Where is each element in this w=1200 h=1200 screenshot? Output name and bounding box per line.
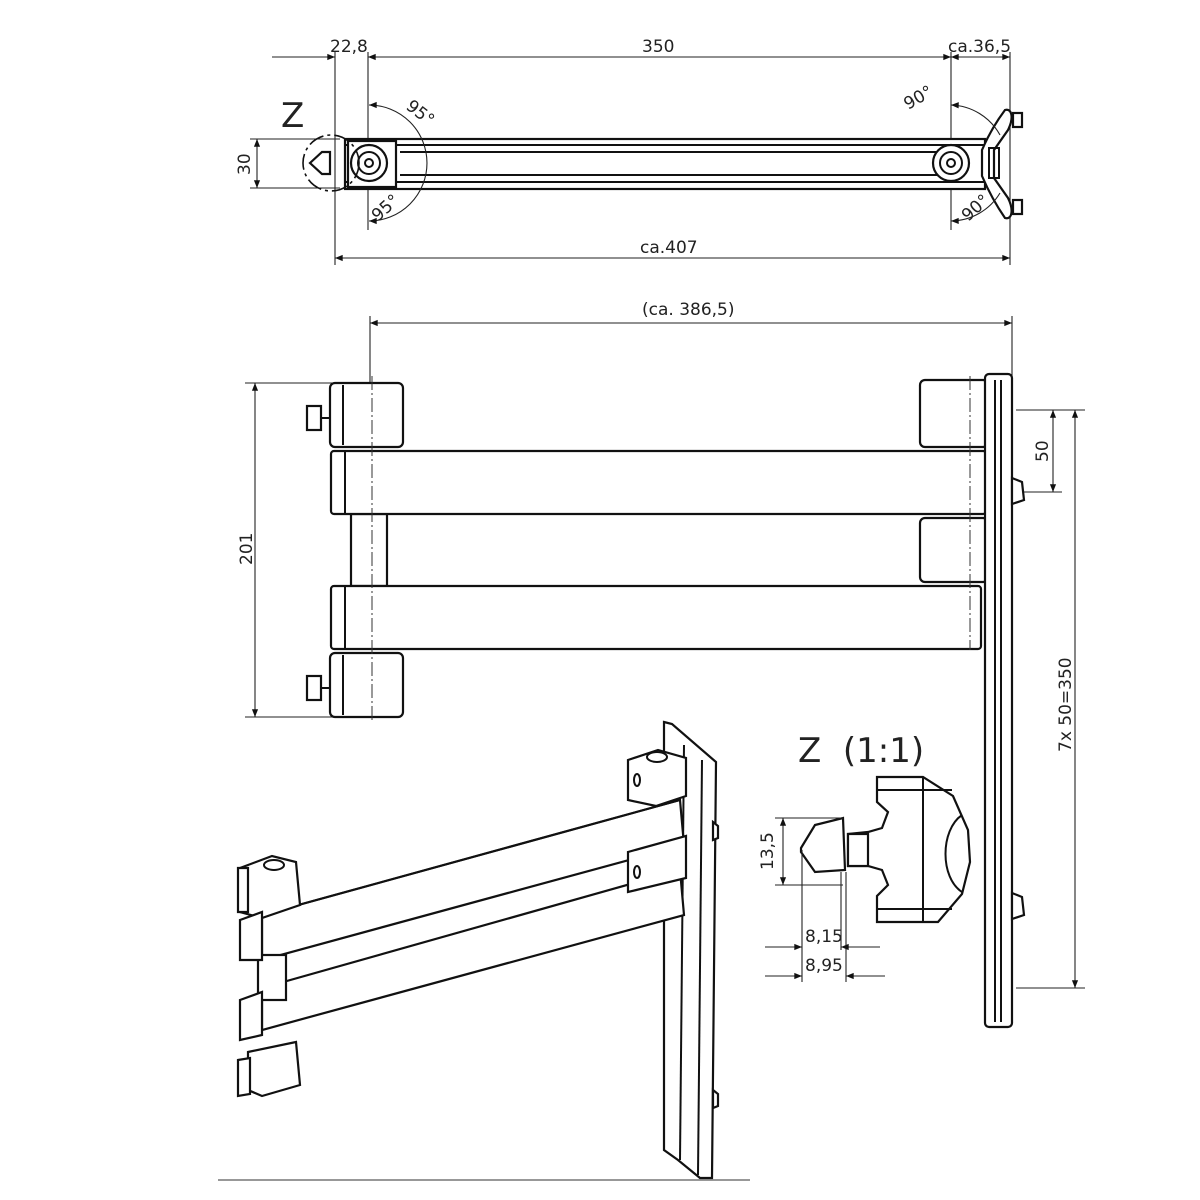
detail-view-z: Z (1:1) 13,5 8,15 8,95 xyxy=(758,731,972,982)
dim-left-offset: 22,8 xyxy=(330,37,368,57)
dim-detail-height: 13,5 xyxy=(758,832,778,870)
angle-left-upper: 95° xyxy=(402,96,438,130)
detail-title: Z (1:1) xyxy=(798,731,924,771)
dim-height-201: 201 xyxy=(237,533,257,565)
dim-rail-span: 7x 50=350 xyxy=(1056,657,1076,752)
dim-reach: (ca. 386,5) xyxy=(642,300,735,320)
dim-right-offset: ca.36,5 xyxy=(948,37,1011,57)
dim-arm-length: 350 xyxy=(642,37,674,57)
angle-right-lower: 90° xyxy=(958,191,994,226)
isometric-view xyxy=(218,720,750,1181)
dim-rail-pitch: 50 xyxy=(1033,440,1053,462)
top-view: 22,8 350 ca.36,5 Z 30 xyxy=(235,37,1024,265)
detail-marker-z: Z xyxy=(281,96,304,136)
dim-height-30: 30 xyxy=(235,153,255,175)
dim-total-length: ca.407 xyxy=(640,238,698,258)
dim-detail-inner: 8,15 xyxy=(805,927,843,947)
front-view: (ca. 386,5) 201 xyxy=(237,300,1085,1029)
dim-detail-outer: 8,95 xyxy=(805,956,843,976)
angle-right-upper: 90° xyxy=(901,82,937,114)
